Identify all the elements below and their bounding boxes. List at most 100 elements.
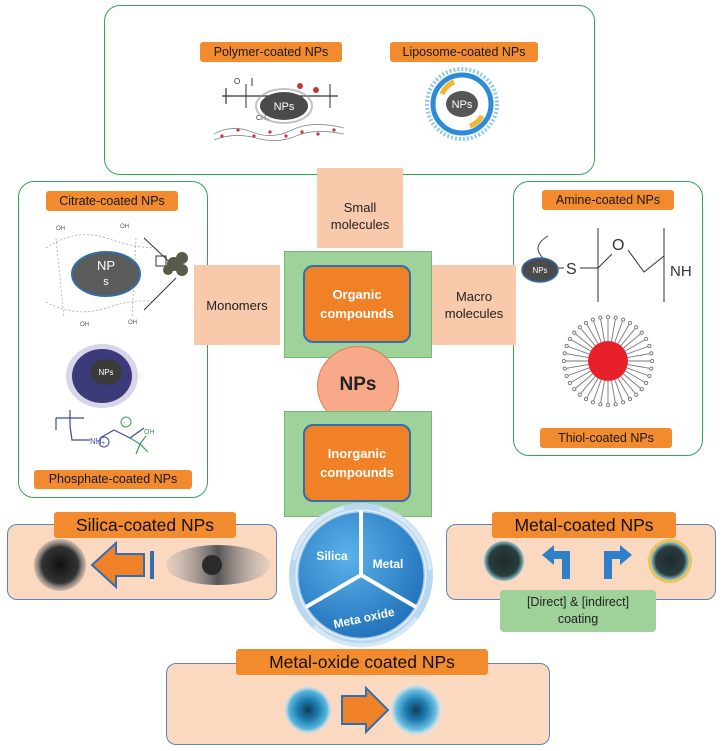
thiol-end-group xyxy=(583,397,589,402)
thiol-end-group xyxy=(572,387,577,392)
thiol-end-group xyxy=(639,387,644,392)
thiol-chain xyxy=(586,324,599,344)
phosphate-np-text: NPs xyxy=(98,368,113,377)
thiol-chain xyxy=(625,339,645,352)
thiol-chain xyxy=(593,321,602,343)
citrate-np-text-2: s xyxy=(103,276,109,288)
thiol-chain xyxy=(611,380,616,403)
thiol-chain xyxy=(600,319,605,342)
amine-formula-nh: NH xyxy=(670,263,692,280)
svg-text:OH: OH xyxy=(144,429,155,436)
thiol-end-group xyxy=(649,351,654,356)
polymer-coated-label: Polymer-coated NPs xyxy=(200,42,342,62)
thiol-chain xyxy=(575,333,593,349)
thiol-end-group xyxy=(627,397,633,402)
wheel-silica: Silica xyxy=(316,549,348,563)
silica-coated-title: Silica-coated NPs xyxy=(54,512,236,538)
metal-coated-title: Metal-coated NPs xyxy=(492,512,676,538)
thiol-end-group xyxy=(620,317,626,322)
thiol-end-group xyxy=(577,325,582,330)
thiol-chain xyxy=(580,328,596,346)
thiol-end-group xyxy=(562,351,567,356)
thiol-end-group xyxy=(605,314,611,320)
phosphate-coated-label: Phosphate-coated NPs xyxy=(34,470,192,489)
citrate-coated-label: Citrate-coated NPs xyxy=(46,191,178,211)
thiol-end-group xyxy=(634,392,639,397)
thiol-end-group xyxy=(639,330,644,335)
macro-molecules-box: Macro molecules xyxy=(432,265,516,345)
thiol-chain xyxy=(625,370,645,383)
svg-text:OH: OH xyxy=(80,322,89,328)
amine-formula-s: S xyxy=(566,261,577,278)
thiol-chain xyxy=(568,367,590,376)
thiol-end-group xyxy=(562,366,567,371)
thiol-chain xyxy=(614,321,623,343)
svg-text:+: + xyxy=(101,440,105,447)
svg-text:-: - xyxy=(123,420,126,427)
thiol-end-group xyxy=(647,373,652,379)
thiol-end-group xyxy=(564,373,569,379)
thiol-chain xyxy=(611,319,616,342)
thiol-end-group xyxy=(620,400,626,405)
inorganic-types-wheel: Silica Metal Meta oxide xyxy=(289,503,433,648)
thiol-end-group xyxy=(590,317,596,322)
thiol-chain xyxy=(568,346,590,355)
svg-text:OH: OH xyxy=(128,320,137,326)
liposome-coated-label: Liposome-coated NPs xyxy=(390,42,538,62)
thiol-chain xyxy=(614,379,623,401)
polymer-formula-o: O xyxy=(234,77,240,86)
thiol-end-group xyxy=(564,343,569,349)
thiol-end-group xyxy=(567,380,572,386)
polymer-coated-np-illustration: O CH₃ NPs xyxy=(213,77,345,141)
thiol-end-group xyxy=(567,336,572,342)
phosphate-coated-np-illustration: NPs NH + - OH xyxy=(55,344,155,455)
thiol-chain xyxy=(623,333,641,349)
thiol-chain xyxy=(575,373,593,389)
thiol-end-group xyxy=(634,325,639,330)
thiol-end-group xyxy=(647,343,652,349)
thiol-chain xyxy=(626,367,648,376)
thiol-chain xyxy=(571,370,591,383)
citrate-np-text-1: NP xyxy=(97,258,115,273)
thiol-end-group xyxy=(613,315,618,320)
thiol-end-group xyxy=(649,358,655,364)
thiol-coated-label: Thiol-coated NPs xyxy=(540,428,672,448)
direct-indirect-coating-note: [Direct] & [indirect] coating xyxy=(500,590,656,632)
thiol-chain xyxy=(566,353,589,358)
thiol-chain xyxy=(586,378,599,398)
thiol-end-group xyxy=(627,320,633,325)
thiol-end-group xyxy=(572,330,577,335)
thiol-coated-np-illustration xyxy=(561,314,655,408)
thiol-end-group xyxy=(644,336,649,342)
thiol-end-group xyxy=(590,400,596,405)
polymer-formula-ch3: CH₃ xyxy=(256,115,269,122)
nps-center-label: NPs xyxy=(339,374,377,395)
thiol-chain xyxy=(626,346,648,355)
thiol-end-group xyxy=(598,315,603,320)
amine-coated-np-illustration: NPs S O NH xyxy=(521,228,692,302)
thiol-chain xyxy=(566,364,589,369)
metal-coated-illustration xyxy=(484,539,692,583)
top-panel xyxy=(104,5,595,175)
thiol-end-group xyxy=(561,358,567,364)
metal-oxide-coated-illustration xyxy=(284,683,443,737)
silica-coated-illustration xyxy=(34,539,270,591)
thiol-end-group xyxy=(649,366,654,371)
thiol-end-group xyxy=(577,392,582,397)
thiol-chain xyxy=(627,364,650,369)
metal-oxide-coated-title: Metal-oxide coated NPs xyxy=(236,649,488,675)
thiol-chain xyxy=(617,324,630,344)
svg-text:NH: NH xyxy=(90,437,102,446)
organic-compounds-label: Organic compounds xyxy=(303,265,411,343)
wheel-metal: Metal xyxy=(373,557,404,571)
thiol-chain xyxy=(617,378,630,398)
thiol-chain xyxy=(620,328,636,346)
thiol-end-group xyxy=(598,402,603,407)
amine-np-text: NPs xyxy=(532,266,547,275)
thiol-chain xyxy=(623,373,641,389)
amine-coated-label: Amine-coated NPs xyxy=(542,190,674,210)
liposome-np-text: NPs xyxy=(452,99,473,111)
polymer-np-text: NPs xyxy=(274,101,295,113)
thiol-chain xyxy=(580,376,596,394)
